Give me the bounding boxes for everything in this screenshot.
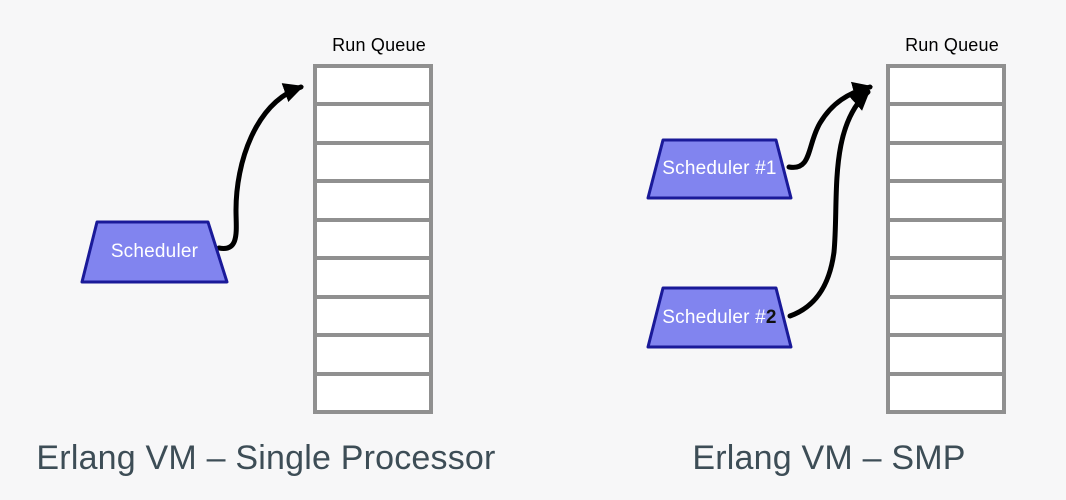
queue-slot xyxy=(890,68,1002,103)
queue-slot xyxy=(890,337,1002,372)
run-queue-left xyxy=(313,64,433,414)
queue-slot xyxy=(890,298,1002,334)
arrow-scheduler2-to-run-queue xyxy=(787,89,871,319)
scheduler2-trapezoid xyxy=(646,286,793,349)
scheduler1-trapezoid xyxy=(646,138,793,200)
queue-slot xyxy=(317,106,429,141)
scheduler-trapezoid xyxy=(80,220,229,284)
arrow-scheduler1-to-run-queue xyxy=(786,81,873,170)
scheduler2-label: Scheduler #2 xyxy=(648,288,791,347)
run-queue-right xyxy=(886,64,1006,414)
scheduler2-label-number: 2 xyxy=(765,306,777,328)
queue-slot xyxy=(317,144,429,180)
run-queue-title-left: Run Queue xyxy=(332,35,426,55)
queue-slot xyxy=(890,144,1002,180)
queue-slot xyxy=(317,221,429,257)
queue-slot xyxy=(890,375,1002,410)
scheduler-label: Scheduler xyxy=(110,241,199,262)
scheduler2-label-prefix: Scheduler # xyxy=(662,306,766,328)
queue-slot xyxy=(890,106,1002,141)
queue-slot xyxy=(317,337,429,372)
caption-single-processor: Erlang VM – Single Processor xyxy=(36,439,496,477)
scheduler1-label-prefix: Scheduler # xyxy=(662,158,766,179)
caption-smp: Erlang VM – SMP xyxy=(692,439,966,477)
queue-slot xyxy=(890,260,1002,295)
queue-slot xyxy=(890,183,1002,218)
queue-slot xyxy=(317,298,429,334)
run-queue-title-right: Run Queue xyxy=(905,35,999,55)
queue-slot xyxy=(317,260,429,295)
arrow-scheduler-to-run-queue xyxy=(216,83,304,251)
queue-slot xyxy=(317,375,429,410)
queue-slot xyxy=(890,221,1002,257)
queue-slot xyxy=(317,183,429,218)
scheduler1-label-number: 1 xyxy=(765,158,777,179)
queue-slot xyxy=(317,68,429,103)
scheduler1-label: Scheduler #1 xyxy=(648,140,791,198)
